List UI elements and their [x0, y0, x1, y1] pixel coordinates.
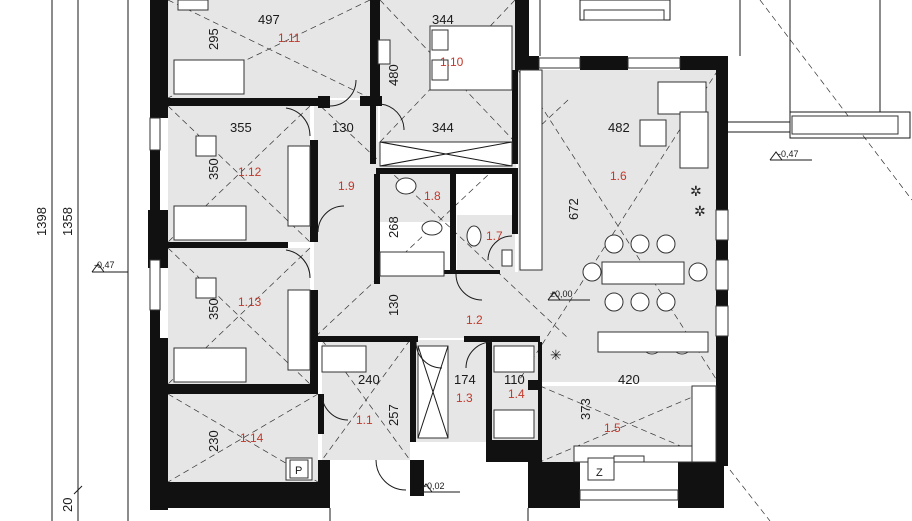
- room-label-1-5: 1.5: [604, 421, 621, 435]
- furniture: [173, 0, 899, 481]
- windows: [149, 57, 729, 501]
- overall-dimension-lines: [51, 0, 83, 521]
- dim-130-a: 130: [332, 120, 354, 135]
- dim-672: 672: [566, 198, 581, 220]
- plant-icon: ✲: [694, 203, 706, 219]
- room-label-1-12: 1.12: [238, 165, 262, 179]
- room-label-1-3: 1.3: [456, 391, 473, 405]
- room-label-1-14: 1.14: [240, 431, 264, 445]
- dim-344-top: 344: [432, 12, 454, 27]
- level-center: ±0,00: [550, 289, 572, 299]
- dim-497: 497: [258, 12, 280, 27]
- dim-174: 174: [454, 372, 476, 387]
- dim-350-a: 350: [206, 158, 221, 180]
- room-label-1-6: 1.6: [610, 169, 627, 183]
- dim-482: 482: [608, 120, 630, 135]
- level-left: -0,47: [94, 260, 115, 270]
- room-diagonals: [167, 0, 912, 521]
- room-label-1-2: 1.2: [466, 313, 483, 327]
- room-label-1-11: 1.11: [278, 31, 301, 45]
- room-label-1-1: 1.1: [356, 413, 373, 427]
- dim-344-mid: 344: [432, 120, 454, 135]
- dim-230: 230: [206, 430, 221, 452]
- dim-20: 20: [60, 498, 75, 512]
- dim-240: 240: [358, 372, 380, 387]
- level-entrance: -0,02: [424, 481, 445, 491]
- dim-110: 110: [504, 372, 525, 387]
- dim-480: 480: [386, 64, 401, 86]
- room-label-1-13: 1.13: [238, 295, 262, 309]
- room-label-1-7: 1.7: [486, 229, 503, 243]
- dim-373: 373: [578, 398, 593, 420]
- dim-268: 268: [386, 216, 401, 238]
- tags: P Z: [289, 459, 603, 479]
- dim-420: 420: [618, 372, 640, 387]
- room-label-1-4: 1.4: [508, 387, 525, 401]
- tag-z: Z: [596, 467, 603, 479]
- dimension-labels: 497 344 295 480 355 130 344 482 350 268 …: [34, 12, 640, 512]
- tag-pantry: P: [295, 465, 302, 477]
- walls: [148, 0, 728, 510]
- door-swings: [285, 79, 513, 491]
- dim-130-b: 130: [386, 294, 401, 316]
- dim-overall-inner: 1358: [60, 207, 75, 236]
- level-right: -0,47: [778, 149, 799, 159]
- dim-257: 257: [386, 404, 401, 426]
- room-labels: 1.11 1.10 1.12 1.9 1.8 1.7 1.6 1.13 1.2 …: [238, 31, 627, 445]
- dim-350-b: 350: [206, 298, 221, 320]
- room-label-1-10: 1.10: [440, 55, 464, 69]
- dim-295: 295: [206, 28, 221, 50]
- plant-icons: ✲ ✲ ✳: [550, 183, 706, 363]
- plant-icon: ✲: [690, 183, 702, 199]
- dim-overall-outer: 1398: [34, 207, 49, 236]
- dim-355: 355: [230, 120, 252, 135]
- plant-icon: ✳: [550, 347, 562, 363]
- room-label-1-8: 1.8: [424, 189, 441, 203]
- exterior-lines: [127, 0, 911, 521]
- room-label-1-9: 1.9: [338, 179, 355, 193]
- level-markers: -0,47 -0,47 ±0,00 -0,02: [91, 149, 812, 493]
